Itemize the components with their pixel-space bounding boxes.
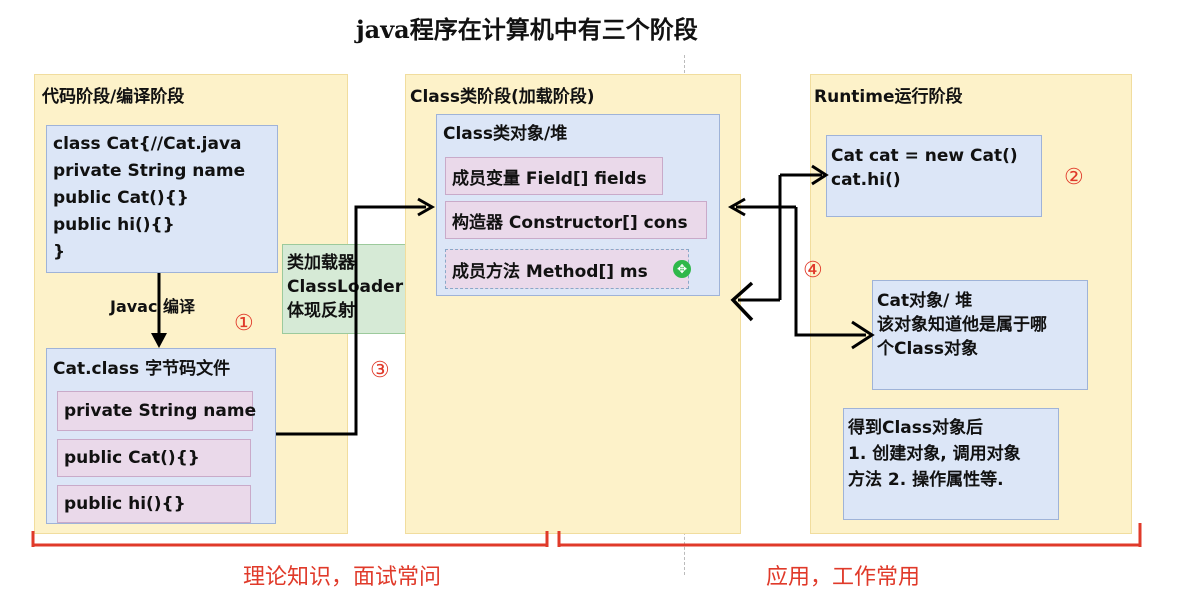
member-field: 构造器 Constructor[] cons [445,201,707,239]
marker-3: ③ [370,358,390,383]
stage-class-label: Class类阶段(加载阶段) [410,87,595,107]
class-usage-line: 1. 创建对象, 调用对象 [848,444,1021,464]
runtime-code-box: Cat cat = new Cat() cat.hi() [826,135,1042,217]
source-line: public Cat(){} [53,188,189,208]
bytecode-item: public hi(){} [57,485,251,523]
heap-title: Class类对象/堆 [443,124,568,144]
runtime-code-line: cat.hi() [831,170,901,190]
load-arrow [276,197,436,436]
marker-1: ① [234,311,254,336]
source-line: class Cat{//Cat.java [53,134,242,154]
class-usage-line: 得到Class对象后 [848,418,984,438]
source-line: } [53,242,66,262]
cat-object-line: 个Class对象 [877,339,979,359]
bytecode-box: Cat.class 字节码文件 private String name publ… [46,348,276,524]
bytecode-item: public Cat(){} [57,439,251,477]
source-code-box: class Cat{//Cat.java private String name… [46,125,278,273]
cat-object-line: Cat对象/ 堆 [877,291,973,311]
class-usage-box: 得到Class对象后 1. 创建对象, 调用对象 方法 2. 操作属性等. [843,408,1059,520]
class-usage-line: 方法 2. 操作属性等. [848,470,1004,490]
compile-arrow [151,273,167,348]
marker-2: ② [1064,165,1084,190]
source-line: private String name [53,161,246,181]
bytecode-item: private String name [57,391,256,431]
cat-object-box: Cat对象/ 堆 该对象知道他是属于哪 个Class对象 [872,280,1088,390]
classloader-line: ClassLoader [287,277,404,297]
bracket-practice [557,523,1142,547]
compile-label: Javac 编译 [110,297,196,316]
footer-theory-label: 理论知识，面试常问 [243,565,442,590]
footer-practice-label: 应用，工作常用 [766,565,921,590]
move-handle-icon[interactable]: ✥ [673,260,691,278]
member-field: 成员变量 Field[] fields [445,157,663,195]
source-line: public hi(){} [53,215,175,235]
heap-box: Class类对象/堆 成员变量 Field[] fields 构造器 Const… [436,114,720,296]
runtime-link-arrow [730,164,829,322]
stage-code-label: 代码阶段/编译阶段 [42,87,185,107]
runtime-code-line: Cat cat = new Cat() [831,146,1018,166]
marker-4: ④ [803,258,823,283]
cat-object-line: 该对象知道他是属于哪 [877,315,1047,335]
bytecode-title: Cat.class 字节码文件 [53,359,231,379]
bracket-theory [31,531,549,547]
page-title: java程序在计算机中有三个阶段 [356,15,698,44]
classloader-line: 体现反射 [287,301,355,321]
classloader-box: 类加载器 ClassLoader 体现反射 [282,244,418,334]
member-field: 成员方法 Method[] ms [445,249,689,289]
classloader-line: 类加载器 [287,253,355,273]
stage-runtime-label: Runtime运行阶段 [814,87,963,107]
object-class-arrow [727,197,875,350]
